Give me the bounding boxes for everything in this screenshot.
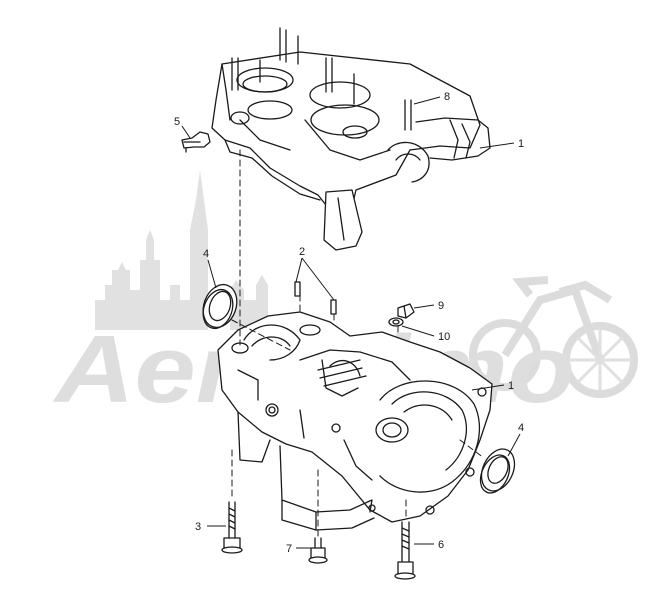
lower-crankcase [217, 311, 493, 531]
bolt-7 [308, 537, 328, 564]
bolt-6 [394, 521, 416, 580]
callout-4-right: 4 [518, 422, 524, 434]
callout-1-upper: 1 [518, 138, 524, 150]
watermark-skyline [95, 230, 190, 330]
upper-crankcase [211, 27, 491, 251]
watermark-motorcycle-wheel-spokes [568, 328, 632, 392]
callout-7: 7 [286, 543, 292, 555]
callout-4-left: 4 [203, 248, 209, 260]
oil-seal-4-right [479, 448, 516, 494]
watermark-spire [190, 170, 208, 330]
callout-3: 3 [195, 521, 201, 533]
watermark-towers [230, 275, 268, 330]
callout-5: 5 [174, 116, 180, 128]
callout-8: 8 [444, 91, 450, 103]
dowel-pins-2 [294, 281, 337, 315]
line-art [181, 27, 516, 580]
callout-9: 9 [438, 300, 444, 312]
callout-10: 10 [438, 331, 450, 343]
callout-1-lower: 1 [508, 380, 514, 392]
watermark-motorcycle [469, 276, 638, 398]
leader-lines [181, 96, 521, 549]
bolt-5 [181, 131, 211, 153]
washer-10 [388, 317, 404, 327]
callout-6: 6 [438, 539, 444, 551]
alignment-lines [231, 149, 485, 537]
callout-2: 2 [299, 246, 305, 258]
bolt-3 [221, 501, 243, 554]
oil-seal-4-left [202, 283, 238, 330]
bolt-9 [397, 303, 415, 319]
callout-labels: 1 1 2 3 4 4 5 6 7 8 9 10 [174, 91, 524, 555]
